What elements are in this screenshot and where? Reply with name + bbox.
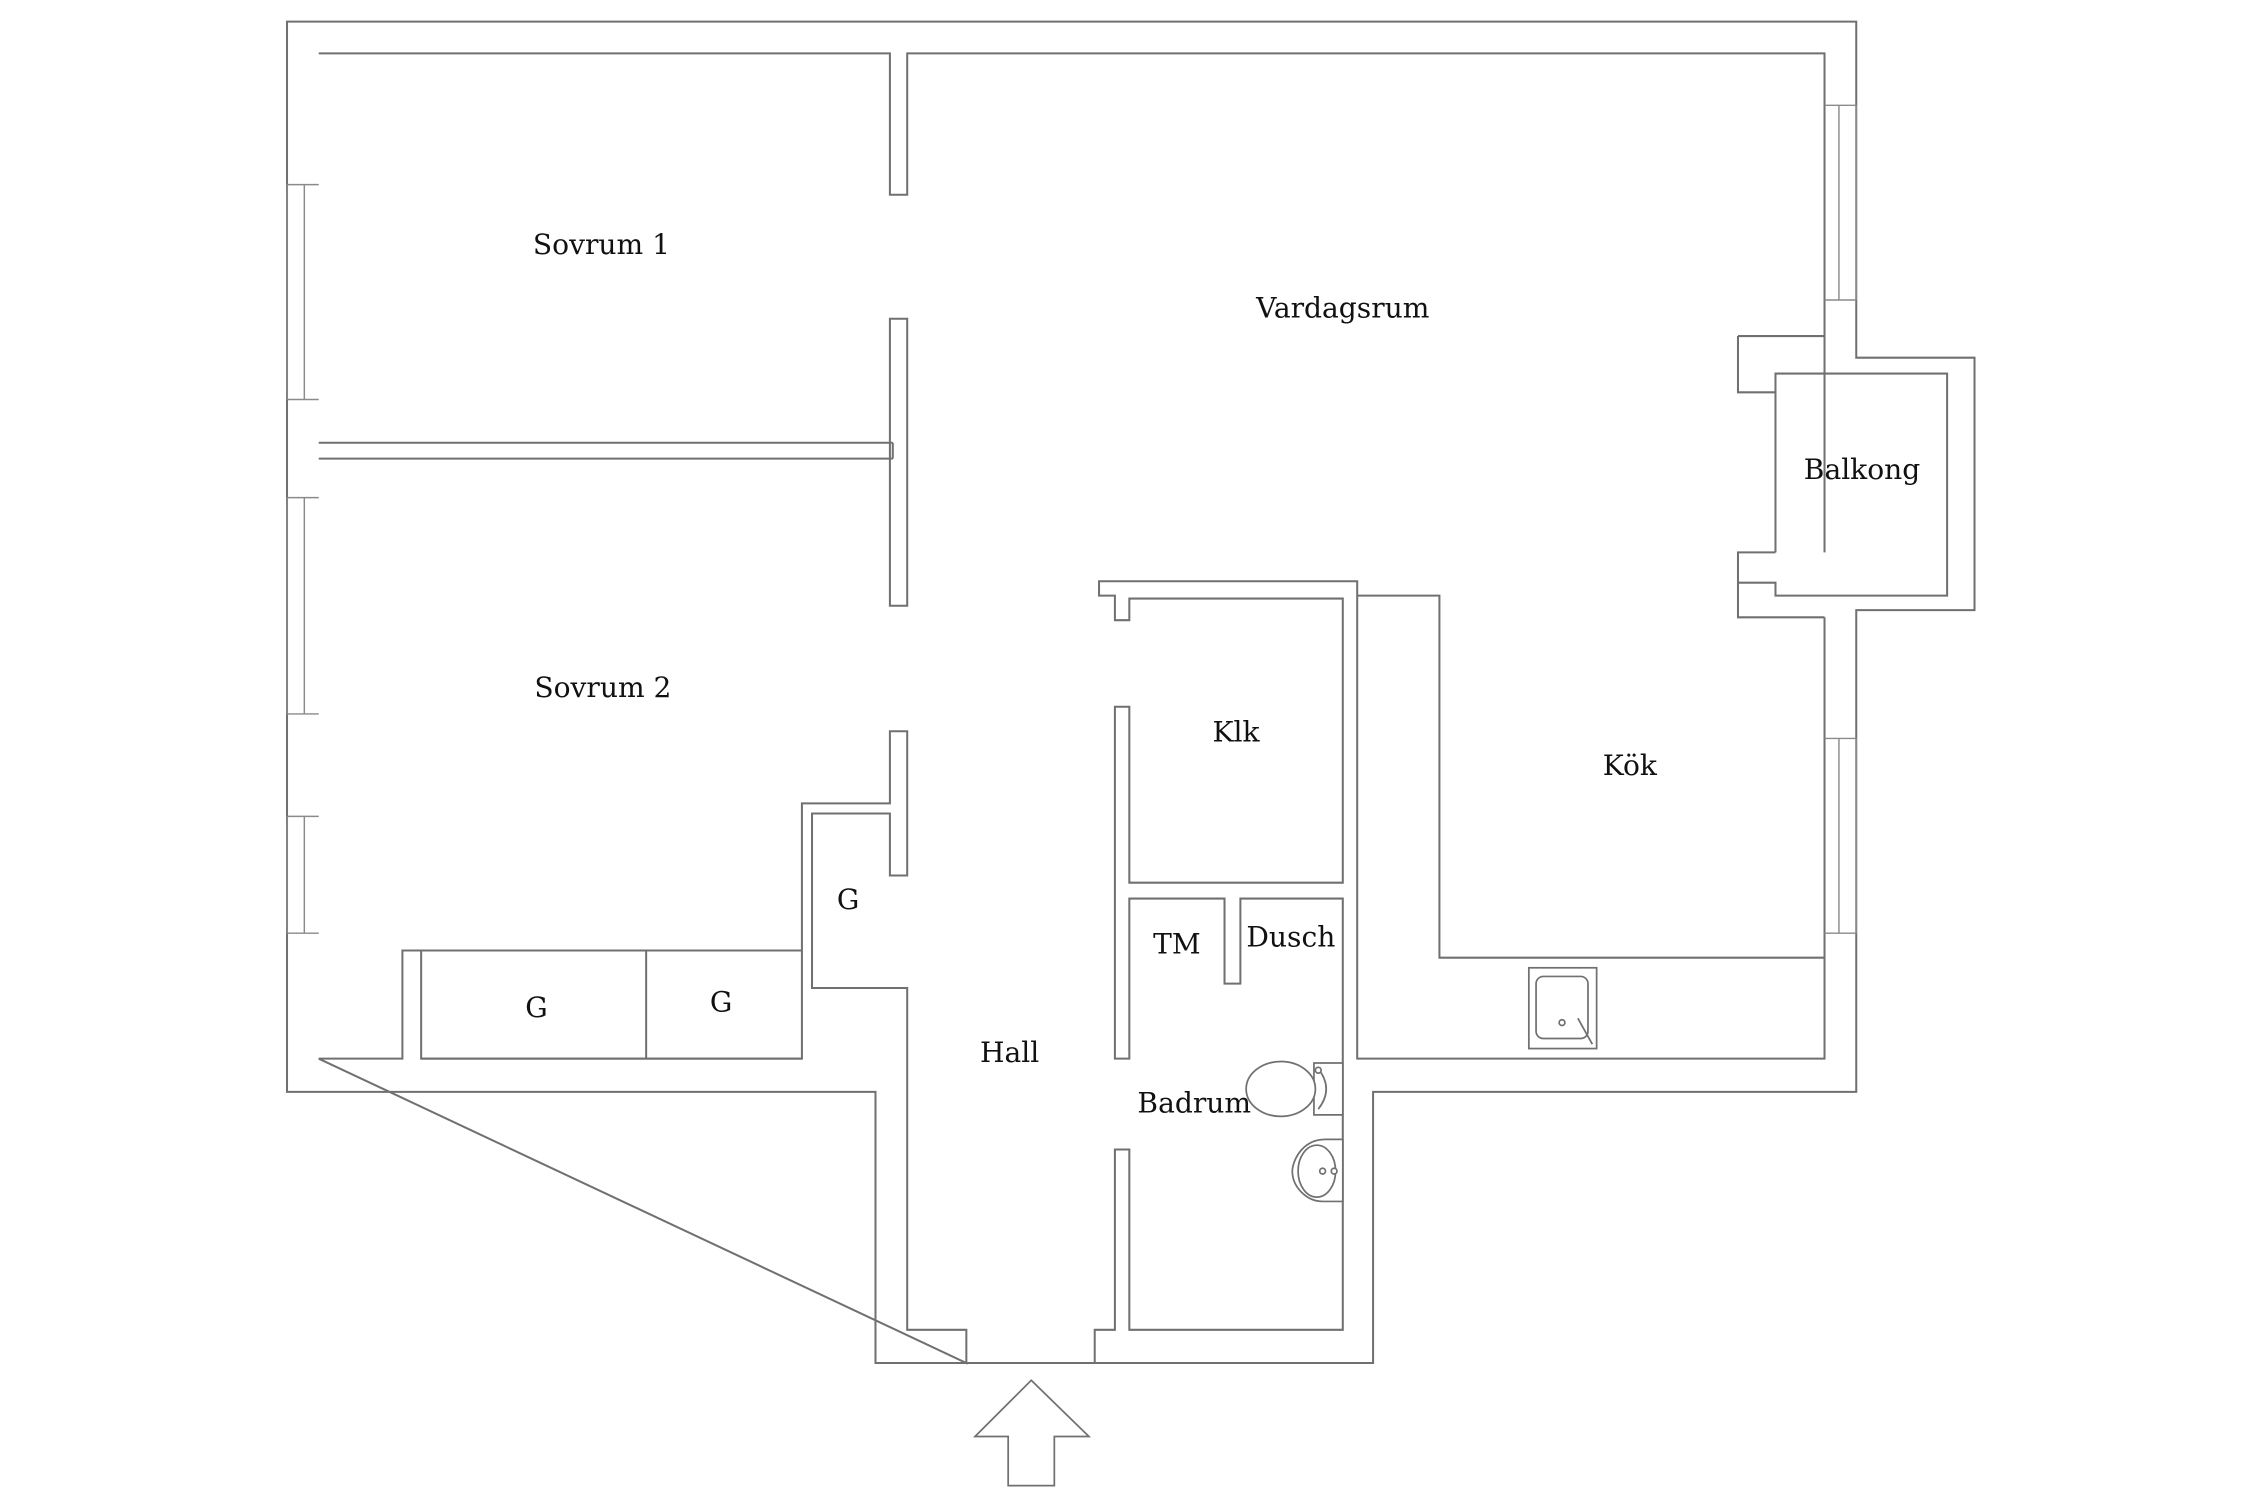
wardrobe-row <box>421 949 802 1060</box>
toilet <box>1245 1060 1344 1118</box>
label-klk: Klk <box>1213 716 1261 749</box>
label-balkong: Balkong <box>1804 453 1920 486</box>
kitchen-sink <box>1527 966 1598 1050</box>
label-tm: TM <box>1153 928 1201 961</box>
balcony-outline <box>1736 335 1949 619</box>
bedroom-partition <box>318 317 909 607</box>
label-hall: Hall <box>980 1036 1039 1069</box>
label-dusch: Dusch <box>1246 920 1335 953</box>
washbasin <box>1291 1138 1344 1203</box>
label-kok: Kök <box>1603 749 1658 782</box>
label-vardagsrum: Vardagsrum <box>1255 292 1429 325</box>
entrance-arrow <box>972 1379 1092 1487</box>
label-hall-closet: G <box>837 883 859 916</box>
label-sovrum-2: Sovrum 2 <box>534 671 671 704</box>
label-sovrum-1: Sovrum 1 <box>533 228 670 261</box>
label-wardrobe-right: G <box>710 985 732 1018</box>
exterior-wall-inner <box>318 52 1826 1365</box>
label-badrum: Badrum <box>1137 1086 1251 1119</box>
exterior-wall-outer <box>286 20 1976 1364</box>
windows <box>286 104 1857 934</box>
kitchen-counter <box>1357 594 1825 959</box>
label-wardrobe-left: G <box>525 991 547 1024</box>
